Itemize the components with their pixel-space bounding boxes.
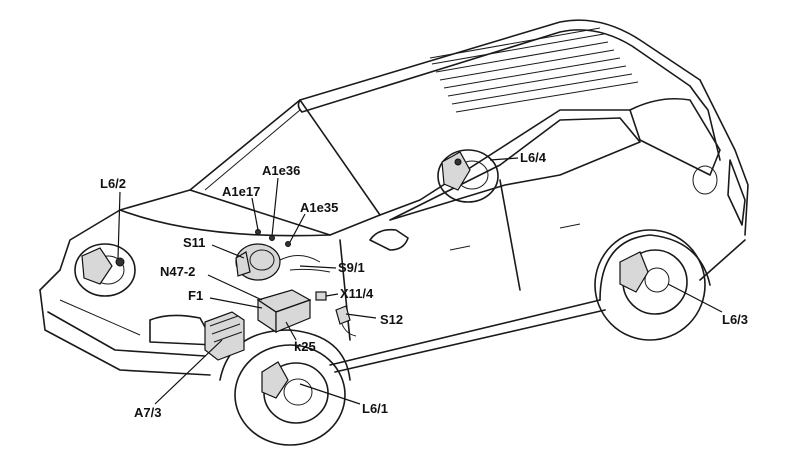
- switch-s12: [335, 305, 357, 337]
- label-L6-4: L6/4: [520, 150, 547, 165]
- label-L6-2: L6/2: [100, 176, 126, 191]
- connector-x11-4: [315, 291, 327, 301]
- label-A1e36: A1e36: [262, 163, 300, 178]
- rear-right-wheel: [594, 229, 706, 341]
- front-right-wheel: [234, 344, 346, 446]
- car-body: [39, 19, 749, 381]
- rear-left-wheel: [437, 149, 499, 203]
- label-A1e35: A1e35: [300, 200, 338, 215]
- control-unit-module: [256, 289, 312, 334]
- callout-labels: L6/2 A1e36 A1e17 A1e35 L6/4 S11 S9/1 N47…: [100, 150, 748, 420]
- label-X11-4: X11/4: [340, 286, 374, 301]
- label-F1: F1: [188, 288, 203, 303]
- label-A1e17: A1e17: [222, 184, 260, 199]
- label-k25: k25: [294, 339, 316, 354]
- roof-slats: [429, 27, 639, 113]
- front-left-wheel: [74, 243, 136, 297]
- label-S11: S11: [183, 235, 205, 250]
- label-S12: S12: [380, 312, 403, 327]
- brake-booster-assembly: [235, 243, 331, 281]
- label-A7-3: A7/3: [134, 405, 161, 420]
- label-L6-1: L6/1: [362, 401, 388, 416]
- label-L6-3: L6/3: [722, 312, 748, 327]
- label-N47-2: N47-2: [160, 264, 195, 279]
- hydraulic-unit: [204, 311, 245, 361]
- leader-lines: [117, 157, 723, 405]
- label-S9-1: S9/1: [338, 260, 365, 275]
